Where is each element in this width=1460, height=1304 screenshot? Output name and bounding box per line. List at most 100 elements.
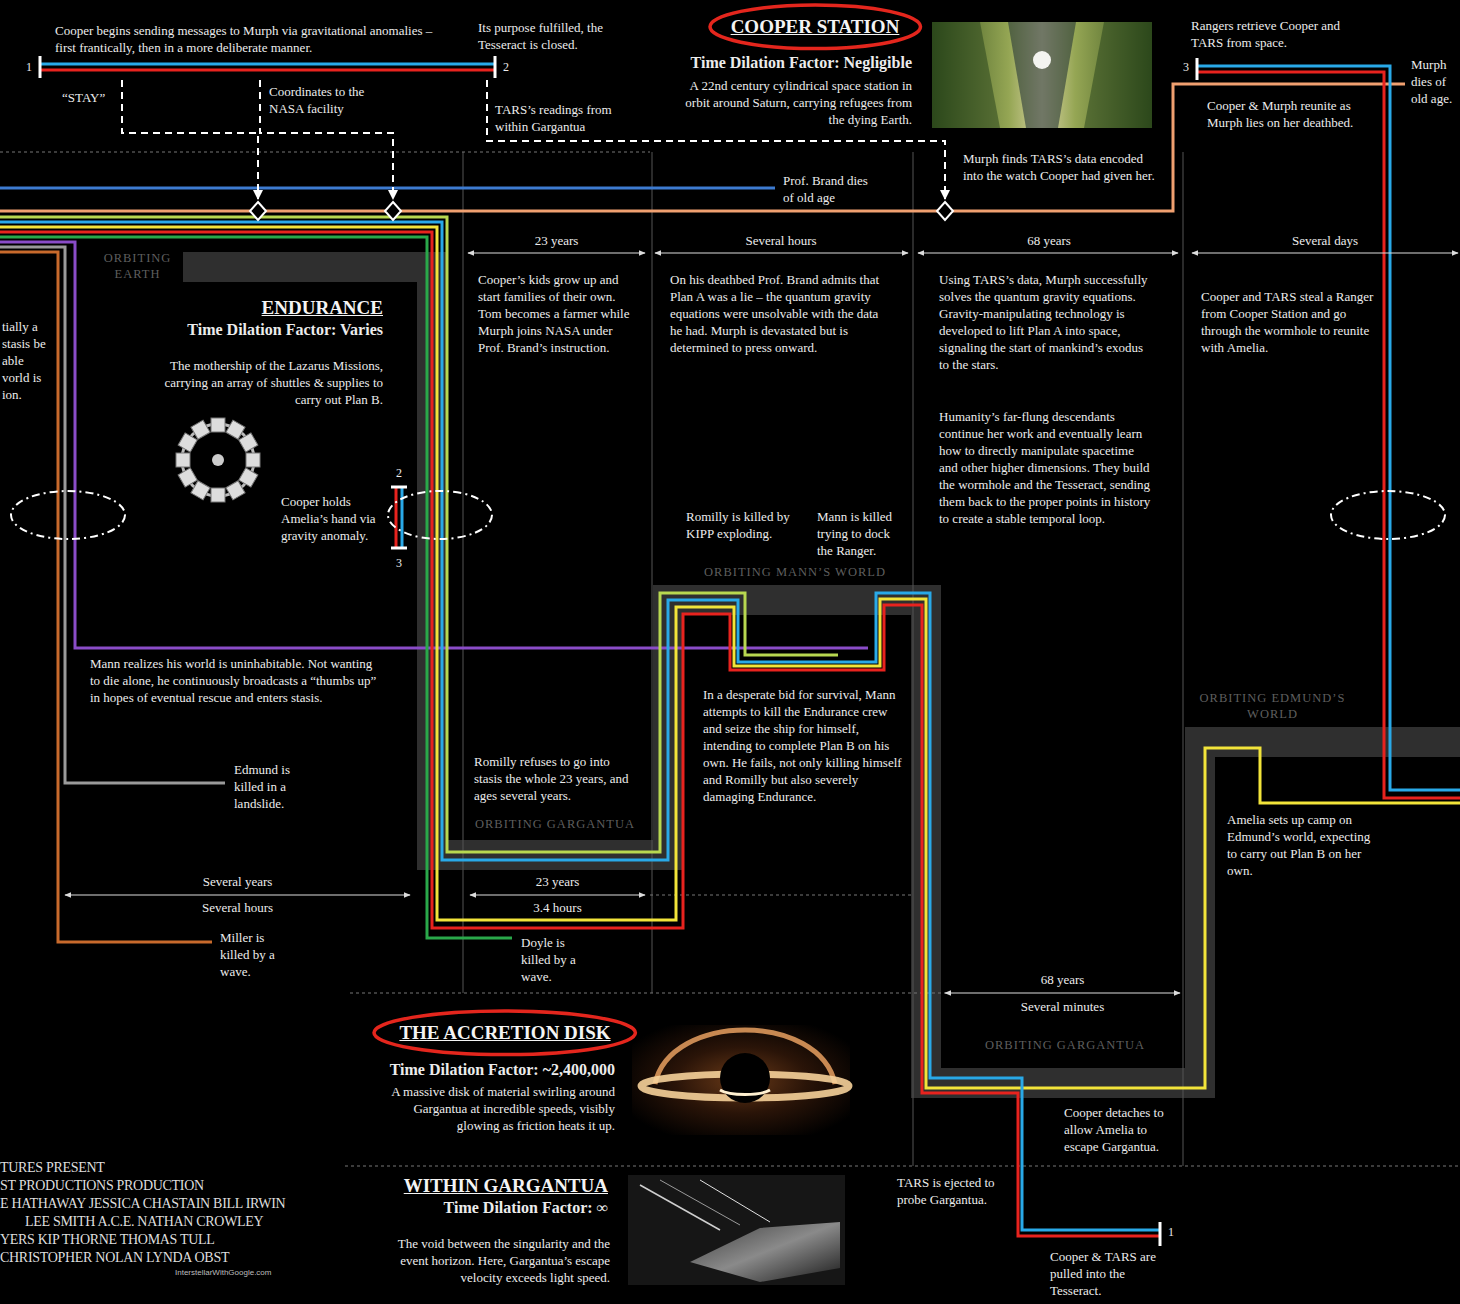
duration-label: Several minutes bbox=[945, 998, 1180, 1015]
note-text: Doyle is killed by a wave. bbox=[521, 934, 593, 985]
endurance-picture bbox=[182, 424, 254, 496]
note-text: Mann realizes his world is uninhabitable… bbox=[90, 655, 385, 706]
gargantua-picture bbox=[700, 1180, 770, 1222]
period-separator bbox=[652, 152, 653, 993]
callout-number: 3 bbox=[1183, 60, 1193, 74]
message-dashed-line bbox=[260, 80, 393, 199]
station-picture bbox=[1084, 22, 1152, 128]
cooper-line bbox=[40, 63, 495, 66]
level-divider bbox=[0, 152, 650, 153]
period-separator bbox=[463, 152, 464, 993]
note-text: Murph dies of old age. bbox=[1411, 56, 1459, 107]
credits-text: YERS KIP THORNE THOMAS TULL bbox=[0, 1231, 350, 1248]
station-picture bbox=[932, 22, 1000, 128]
note-text: The mothership of the Lazarus Missions, … bbox=[143, 357, 383, 408]
region-label: ORBITING GARGANTUA bbox=[975, 1037, 1155, 1053]
tars-line bbox=[395, 487, 398, 548]
duration-label: 3.4 hours bbox=[470, 899, 645, 916]
credits-url: InterstellarWithGoogle.com bbox=[175, 1268, 295, 1278]
doyle-line bbox=[0, 237, 512, 938]
endurance-picture bbox=[178, 468, 197, 487]
wormhole-ellipse bbox=[1331, 491, 1445, 539]
duration-label: 68 years bbox=[920, 232, 1178, 249]
dilation-factor: Time Dilation Factor: ~2,400,000 bbox=[345, 1060, 615, 1080]
miller-line bbox=[0, 252, 212, 942]
note-text: Amelia sets up camp on Edmund’s world, e… bbox=[1227, 811, 1377, 879]
section-heading: ENDURANCE bbox=[200, 296, 383, 319]
dilation-factor: Time Dilation Factor: ∞ bbox=[380, 1198, 608, 1218]
dilation-factor: Time Dilation Factor: Negligible bbox=[660, 53, 912, 73]
tesseract-bar bbox=[1196, 58, 1199, 80]
note-text: Its purpose fulfilled, the Tesseract is … bbox=[478, 19, 628, 53]
accretion-picture bbox=[720, 1090, 770, 1095]
station-picture bbox=[1033, 51, 1051, 69]
duration-label: 23 years bbox=[468, 232, 645, 249]
gargantua-picture bbox=[660, 1180, 740, 1225]
note-text: Humanity’s far-flung descendants continu… bbox=[939, 408, 1154, 527]
credits-text: LEE SMITH A.C.E. NATHAN CROWLEY bbox=[25, 1213, 355, 1230]
duration-label: Several years bbox=[65, 873, 410, 890]
credits-text: TURES PRESENT bbox=[0, 1159, 350, 1176]
endurance-picture bbox=[226, 420, 245, 439]
note-text: On his deathbed Prof. Brand admits that … bbox=[670, 271, 892, 356]
credits-text: CHRISTOPHER NOLAN LYNDA OBST bbox=[0, 1249, 350, 1266]
note-text: Murph finds TARS’s data encoded into the… bbox=[963, 150, 1158, 184]
endurance-picture bbox=[191, 420, 210, 439]
duration-arrow bbox=[468, 253, 645, 254]
station-picture bbox=[932, 22, 1152, 128]
note-text: A massive disk of material swirling arou… bbox=[375, 1083, 615, 1134]
message-diamond bbox=[250, 202, 266, 220]
duration-arrow bbox=[65, 895, 410, 896]
highlight-ellipse bbox=[710, 5, 921, 49]
period-separator bbox=[1183, 152, 1184, 1166]
note-text: Miller is killed by a wave. bbox=[220, 929, 295, 980]
section-heading: WITHIN GARGANTUA bbox=[380, 1174, 608, 1197]
callout-number: 1 bbox=[26, 60, 36, 74]
credits-text: ST PRODUCTIONS PRODUCTION bbox=[0, 1177, 350, 1194]
cooper-line bbox=[401, 487, 404, 548]
note-text: Cooper and TARS steal a Ranger from Coop… bbox=[1201, 288, 1376, 356]
note-text: TARS is ejected to probe Gargantua. bbox=[897, 1174, 1012, 1208]
note-text: Romilly refuses to go into stasis the wh… bbox=[474, 753, 636, 804]
note-text: Using TARS’s data, Murph successfully so… bbox=[939, 271, 1154, 373]
note-text: The void between the singularity and the… bbox=[380, 1235, 610, 1286]
region-label: ORBITING EARTH bbox=[95, 250, 180, 282]
note-text: Edmund is killed in a landslide. bbox=[234, 761, 319, 812]
message-dashed-line bbox=[122, 80, 258, 199]
endurance-picture bbox=[211, 418, 225, 432]
endurance-picture bbox=[246, 453, 260, 467]
note-text: Cooper’s kids grow up and start families… bbox=[478, 271, 640, 356]
region-label: ORBITING MANN’S WORLD bbox=[690, 564, 900, 580]
endurance-picture bbox=[191, 481, 210, 500]
tars-line bbox=[0, 232, 1160, 1236]
endurance-picture bbox=[176, 453, 190, 467]
level-divider bbox=[350, 993, 945, 994]
tesseract-bar bbox=[391, 547, 407, 550]
duration-arrow bbox=[1192, 253, 1458, 254]
note-text: Coordinates to the NASA facility bbox=[269, 83, 389, 117]
tesseract-bar bbox=[391, 486, 407, 489]
tars-line bbox=[40, 69, 495, 72]
cooper-line bbox=[1197, 66, 1460, 790]
endurance-picture bbox=[239, 433, 258, 452]
message-diamond bbox=[937, 202, 953, 220]
tars-line bbox=[1197, 72, 1460, 798]
cooper-line bbox=[0, 222, 1160, 1230]
note-text: tially a stasis be able vorld is ion. bbox=[2, 318, 48, 403]
brand-line bbox=[0, 187, 775, 190]
note-text: A 22nd century cylindrical space station… bbox=[670, 77, 912, 128]
credits-text: E HATHAWAY JESSICA CHASTAIN BILL IRWIN bbox=[0, 1195, 350, 1212]
endurance-picture bbox=[239, 468, 258, 487]
duration-label: Several days bbox=[1192, 232, 1458, 249]
section-heading: COOPER STATION bbox=[731, 15, 900, 38]
duration-arrow bbox=[918, 253, 1178, 254]
note-text: Romilly is killed by KIPP exploding. bbox=[686, 508, 791, 542]
tesseract-bar bbox=[494, 56, 497, 78]
note-text: TARS’s readings from within Gargantua bbox=[495, 101, 640, 135]
note-text: Rangers retrieve Cooper and TARS from sp… bbox=[1191, 17, 1341, 51]
region-label: ORBITING GARGANTUA bbox=[465, 816, 645, 832]
note-text: In a desperate bid for survival, Mann at… bbox=[703, 686, 903, 805]
callout-number: 2 bbox=[503, 60, 513, 74]
message-diamond bbox=[385, 202, 401, 220]
